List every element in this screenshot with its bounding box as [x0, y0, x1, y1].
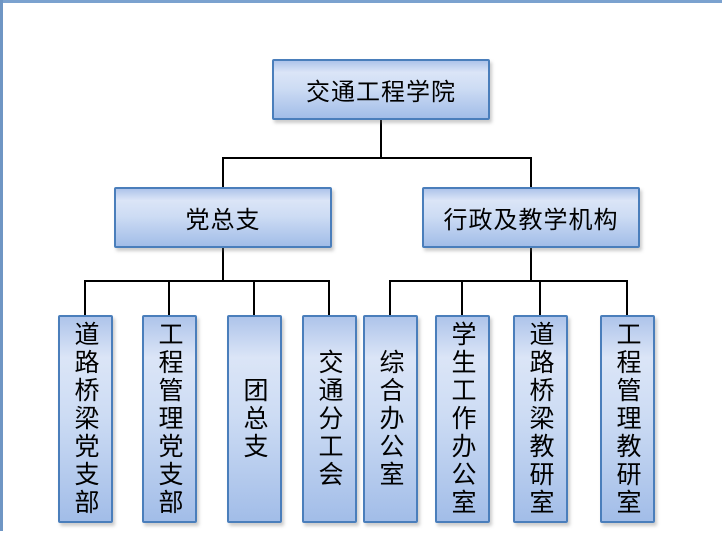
connector-drop-leaf3	[328, 280, 330, 315]
connector-drop-leaf4	[389, 280, 391, 315]
connector-level1-horizontal	[222, 157, 532, 159]
connector-branch1-horizontal	[389, 280, 628, 282]
node-youth-league-branch[interactable]: 团总支	[227, 315, 282, 523]
node-party-general-branch-label: 党总支	[185, 206, 261, 234]
node-traffic-union-label: 交通分工会	[315, 349, 344, 489]
node-youth-league-branch-label: 团总支	[240, 377, 269, 461]
connector-branch0-bottom	[222, 248, 224, 281]
node-eng-mgmt-party-branch-label: 工程管理党支部	[155, 321, 184, 517]
connector-branch0-top	[222, 157, 224, 187]
connector-drop-leaf2	[253, 280, 255, 315]
connector-drop-leaf0	[84, 280, 86, 315]
connector-drop-leaf7	[626, 280, 628, 315]
node-road-bridge-party-branch-label: 道路桥梁党支部	[71, 321, 100, 517]
node-student-affairs-office-label: 学生工作办公室	[448, 321, 477, 517]
connector-drop-leaf6	[539, 280, 541, 315]
connector-branch0-horizontal	[84, 280, 330, 282]
connector-branch1-bottom	[530, 248, 532, 281]
node-traffic-union[interactable]: 交通分工会	[302, 315, 357, 523]
node-admin-teaching[interactable]: 行政及教学机构	[422, 187, 640, 248]
node-admin-teaching-label: 行政及教学机构	[443, 206, 619, 234]
page-border-left	[0, 0, 3, 531]
node-college-label: 交通工程学院	[306, 78, 456, 106]
connector-drop-leaf5	[461, 280, 463, 315]
node-eng-mgmt-teaching-office[interactable]: 工程管理教研室	[600, 315, 655, 523]
node-road-bridge-party-branch[interactable]: 道路桥梁党支部	[58, 315, 113, 523]
node-road-bridge-teaching-office-label: 道路桥梁教研室	[526, 321, 555, 517]
node-student-affairs-office[interactable]: 学生工作办公室	[435, 315, 490, 523]
node-eng-mgmt-teaching-office-label: 工程管理教研室	[613, 321, 642, 517]
node-general-office[interactable]: 综合办公室	[363, 315, 418, 523]
node-college[interactable]: 交通工程学院	[272, 59, 490, 120]
node-general-office-label: 综合办公室	[376, 349, 405, 489]
node-road-bridge-teaching-office[interactable]: 道路桥梁教研室	[513, 315, 568, 523]
connector-root-vertical	[380, 120, 382, 158]
node-eng-mgmt-party-branch[interactable]: 工程管理党支部	[142, 315, 197, 523]
connector-branch1-top	[530, 157, 532, 187]
connector-drop-leaf1	[168, 280, 170, 315]
node-party-general-branch[interactable]: 党总支	[114, 187, 332, 248]
page-border-top	[0, 0, 722, 3]
